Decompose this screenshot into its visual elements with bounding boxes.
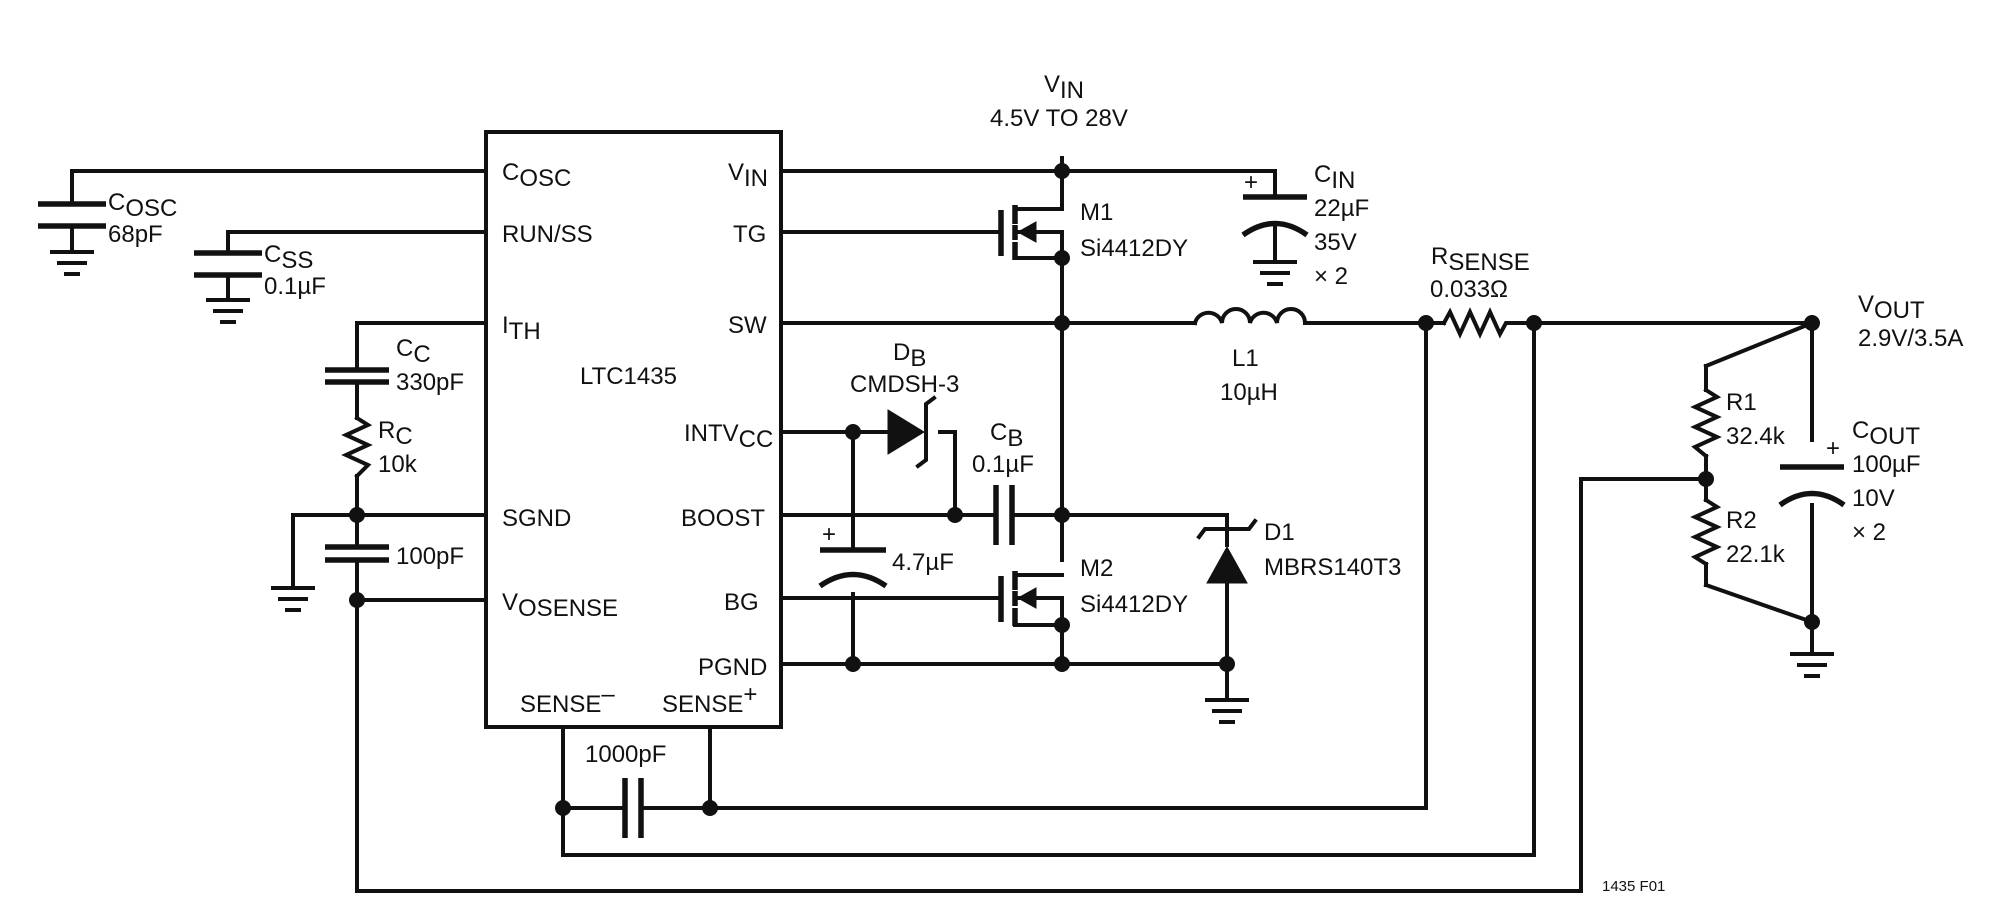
r1-ref: R1 xyxy=(1726,389,1757,416)
css-value: 0.1µF xyxy=(264,273,326,300)
capacitor-cosc: COSC 68pF xyxy=(38,189,177,276)
rsense-ref: RSENSE xyxy=(1431,243,1530,276)
cb-ref: CB xyxy=(990,419,1023,452)
r2-value: 22.1k xyxy=(1726,541,1786,568)
resistor-r2: R2 22.1k xyxy=(1690,497,1786,568)
capacitor-cout: + COUT 100µF 10V × 2 xyxy=(1778,417,1921,546)
cb-value: 0.1µF xyxy=(972,451,1034,478)
rsense-value: 0.033Ω xyxy=(1430,276,1508,303)
cout-count: × 2 xyxy=(1852,519,1886,546)
pin-vosense-label: VOSENSE xyxy=(502,589,618,622)
cin-voltage: 35V xyxy=(1314,229,1357,256)
wires xyxy=(70,156,1815,893)
pin-boost-label: BOOST xyxy=(681,505,765,532)
pin-pgnd-label: PGND xyxy=(698,654,767,681)
pin-cosc-label: COSC xyxy=(502,159,571,192)
capacitor-4p7uf: + 4.7µF xyxy=(818,521,954,589)
ground-icon xyxy=(1790,652,1834,678)
c1000-value: 1000pF xyxy=(585,741,666,768)
vout-label: VOUT 2.9V/3.5A xyxy=(1858,291,1963,352)
vout-value: 2.9V/3.5A xyxy=(1858,325,1963,352)
cin-count: × 2 xyxy=(1314,263,1348,290)
c47-value: 4.7µF xyxy=(892,549,954,576)
cc-value: 330pF xyxy=(396,369,464,396)
diode-db: DB CMDSH-3 xyxy=(850,339,959,469)
m1-ref: M1 xyxy=(1080,199,1113,226)
cout-ref: COUT xyxy=(1852,417,1920,450)
css-ref: CSS xyxy=(264,241,313,274)
capacitor-1000pf: 1000pF xyxy=(585,741,666,838)
junction-dots xyxy=(349,163,1820,816)
m2-ref: M2 xyxy=(1080,555,1113,582)
cout-voltage: 10V xyxy=(1852,485,1895,512)
resistor-r1: R1 32.4k xyxy=(1690,387,1786,459)
pin-sense-plus-label: SENSE+ xyxy=(662,681,757,718)
cosc-value: 68pF xyxy=(108,221,163,248)
ground-icon xyxy=(1205,698,1249,724)
capacitor-css: CSS 0.1µF xyxy=(194,241,326,324)
resistor-rc: RC 10k xyxy=(341,415,418,479)
ground-icon xyxy=(50,250,94,276)
d1-ref: D1 xyxy=(1264,519,1295,546)
rc-ref: RC xyxy=(378,417,413,450)
vin-range: 4.5V TO 28V xyxy=(990,105,1128,132)
pin-sense-minus-label: SENSE– xyxy=(520,681,615,718)
vin-label: VIN 4.5V TO 28V xyxy=(990,71,1128,132)
vout-ref: VOUT xyxy=(1858,291,1925,324)
capacitor-cc: CC 330pF xyxy=(325,335,464,396)
rc-value: 10k xyxy=(378,451,418,478)
resistor-rsense: RSENSE 0.033Ω xyxy=(1430,243,1530,339)
db-ref: DB xyxy=(893,339,926,372)
vin-ref: VIN xyxy=(1044,71,1084,104)
capacitor-cb: CB 0.1µF xyxy=(972,419,1034,545)
c47-plus: + xyxy=(822,521,836,548)
capacitor-cin: + CIN 22µF 35V × 2 xyxy=(1241,161,1369,290)
ground-icon xyxy=(1253,260,1297,286)
cin-value: 22µF xyxy=(1314,195,1369,222)
cin-plus: + xyxy=(1244,169,1258,196)
pin-runss-label: RUN/SS xyxy=(502,221,593,248)
cosc-ref: COSC xyxy=(108,189,177,222)
cout-plus: + xyxy=(1826,435,1840,462)
c100-value: 100pF xyxy=(396,543,464,570)
pin-sw-label: SW xyxy=(728,312,767,339)
cc-ref: CC xyxy=(396,335,431,368)
r1-value: 32.4k xyxy=(1726,423,1786,450)
m1-part: Si4412DY xyxy=(1080,235,1188,262)
mosfet-m2: M2 Si4412DY xyxy=(998,555,1188,627)
db-part: CMDSH-3 xyxy=(850,371,959,398)
ic-ltc1435: LTC1435 COSC RUN/SS ITH SGND VOSENSE VIN… xyxy=(484,130,783,729)
figure-id: 1435 F01 xyxy=(1602,878,1665,895)
pin-vin-label: VIN xyxy=(728,159,768,192)
pin-ith-label: ITH xyxy=(502,312,541,345)
capacitor-100pf: 100pF xyxy=(325,543,464,570)
pin-bg-label: BG xyxy=(724,589,759,616)
cout-value: 100µF xyxy=(1852,451,1921,478)
mosfet-m1: M1 Si4412DY xyxy=(998,199,1188,262)
r2-ref: R2 xyxy=(1726,507,1757,534)
cin-ref: CIN xyxy=(1314,161,1355,194)
d1-part: MBRS140T3 xyxy=(1264,554,1401,581)
pin-tg-label: TG xyxy=(733,221,766,248)
ground-icon xyxy=(206,298,250,324)
pin-intvcc-label: INTVCC xyxy=(684,420,773,453)
inductor-l1: L1 10µH xyxy=(1192,307,1308,406)
l1-value: 10µH xyxy=(1220,379,1278,406)
m2-part: Si4412DY xyxy=(1080,591,1188,618)
pin-sgnd-label: SGND xyxy=(502,505,571,532)
diode-d1: D1 MBRS140T3 xyxy=(1196,518,1401,584)
ground-icon xyxy=(271,586,315,612)
ic-name: LTC1435 xyxy=(580,363,677,390)
l1-ref: L1 xyxy=(1232,345,1259,372)
